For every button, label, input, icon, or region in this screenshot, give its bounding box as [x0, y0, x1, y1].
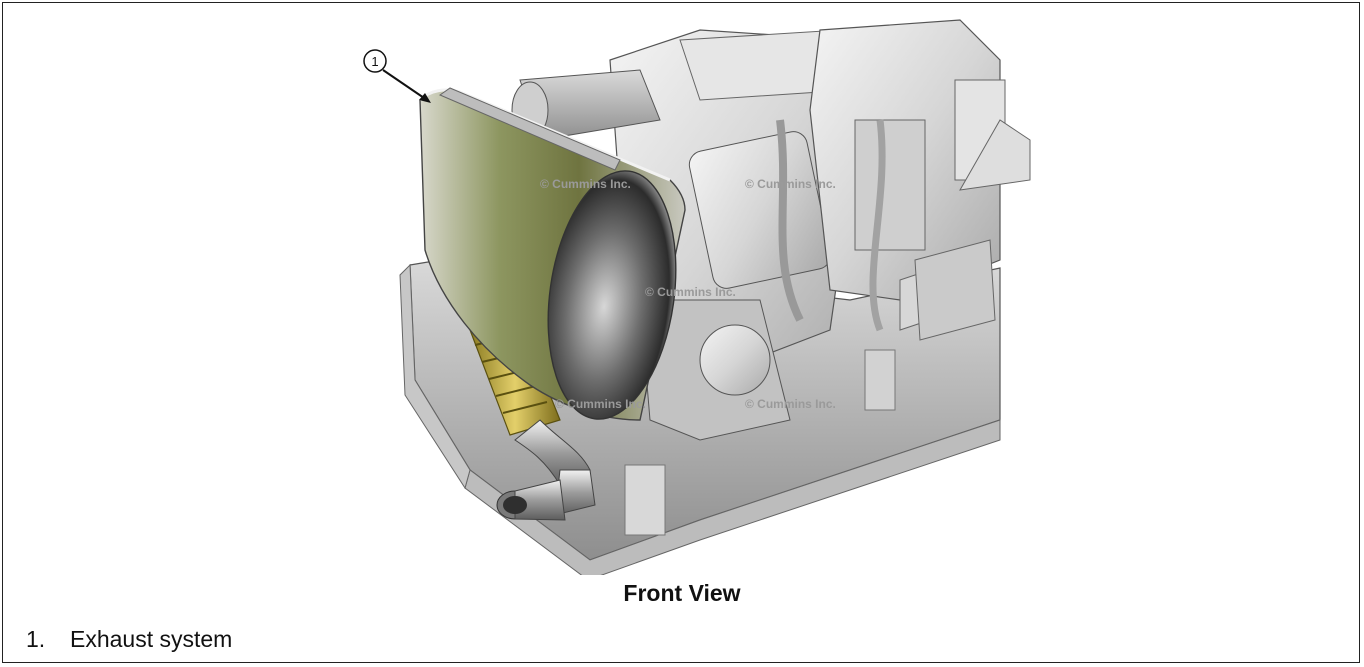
watermarks: © Cummins Inc. © Cummins Inc. © Cummins … — [540, 177, 836, 411]
figure-caption: Front View — [623, 580, 741, 606]
generator-illustration: © Cummins Inc. © Cummins Inc. © Cummins … — [363, 19, 1031, 575]
legend-item: 1. Exhaust system — [26, 626, 232, 653]
callout-1: 1 — [363, 49, 431, 103]
watermark-text: © Cummins Inc. — [540, 177, 631, 191]
watermark-text: © Cummins Inc. — [745, 397, 836, 411]
callout-circle — [363, 49, 387, 73]
callout-number: 1 — [371, 54, 378, 69]
callout-leader-line — [382, 69, 428, 101]
control-panel — [776, 19, 1031, 341]
watermark-text: © Cummins Inc. — [745, 177, 836, 191]
exhaust-system-muffler — [418, 87, 686, 421]
watermark-text: © Cummins Inc. — [645, 285, 736, 299]
callout-arrowhead — [419, 93, 431, 103]
watermark-text: © Cummins Inc. — [555, 397, 646, 411]
legend-item-label: Exhaust system — [70, 626, 233, 652]
legend-item-number: 1. — [26, 626, 46, 652]
